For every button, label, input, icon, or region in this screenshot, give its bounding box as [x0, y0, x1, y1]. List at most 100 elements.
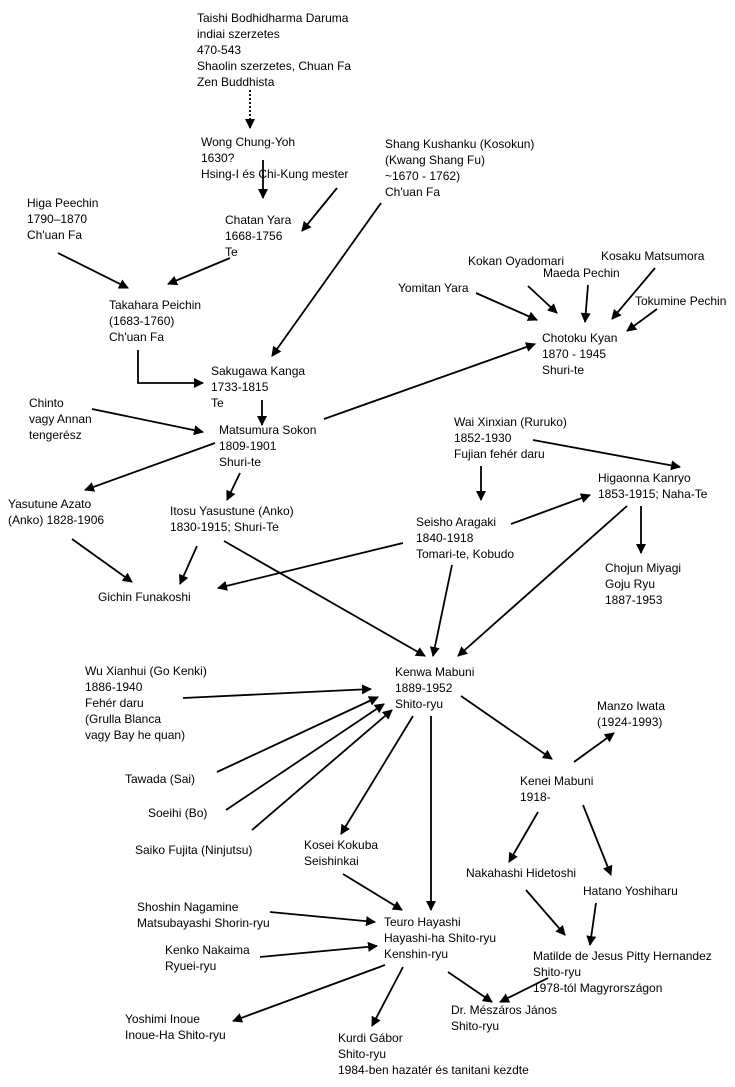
- node-kosaku: Kosaku Matsumora: [601, 248, 704, 264]
- node-chotoku-line-2: 1870 - 1945: [542, 347, 607, 361]
- node-higaonna-line-1: Higaonna Kanryo: [598, 471, 691, 485]
- node-kosei-line-2: Seishinkai: [304, 854, 359, 868]
- arrow-kosei-to-teuro: [342, 873, 403, 911]
- arrow-teuro-to-yoshimi: [232, 964, 386, 1023]
- node-kokan: Kokan Oyadomari: [468, 253, 564, 269]
- arrow-seisho-to-funakoshi: [217, 542, 404, 591]
- node-higa-line-1: Higa Peechin: [27, 196, 99, 210]
- node-teuro-line-2: Hayashi-ha Shito-ryu: [384, 931, 497, 945]
- node-kenwa: Kenwa Mabuni 1889-1952 Shito-ryu: [395, 664, 474, 712]
- node-tokumine-line-1: Tokumine Pechin: [635, 294, 727, 308]
- arrow-takahara-to-sakugawa: [137, 350, 204, 388]
- node-meszaros-line-1: Dr. Mészáros János: [451, 1003, 558, 1017]
- node-matilde-line-2: Shito-ryu: [533, 965, 582, 979]
- node-seisho-line-1: Seisho Aragaki: [416, 515, 497, 529]
- node-wuxianhui-line-1: Wu Xianhui (Go Kenki): [85, 664, 207, 678]
- arrow-kenei-to-nakahashi: [508, 811, 539, 863]
- node-seisho-line-2: 1840-1918: [416, 531, 474, 545]
- node-kurdi: Kurdi Gábor Shito-ryu 1984-ben hazatér é…: [338, 1030, 529, 1078]
- node-wuxianhui-line-5: vagy Bay he quan): [85, 728, 186, 742]
- node-hatano-line-1: Hatano Yoshiharu: [583, 884, 678, 898]
- node-higa: Higa Peechin 1790–1870 Ch'uan Fa: [27, 195, 98, 243]
- node-seisho: Seisho Aragaki 1840-1918 Tomari-te, Kobu…: [416, 514, 514, 562]
- node-kosei: Kosei Kokuba Seishinkai: [304, 837, 378, 869]
- node-sakugawa-line-3: Te: [211, 396, 224, 410]
- node-kenei-line-1: Kenei Mabuni: [520, 774, 594, 788]
- arrow-kenko-to-teuro: [259, 941, 378, 958]
- arrow-kenwa-to-kenei: [460, 695, 553, 760]
- node-shoshin-line-2: Matsubayashi Shorin-ryu: [137, 916, 270, 930]
- node-teuro: Teuro Hayashi Hayashi-ha Shito-ryu Kensh…: [384, 914, 496, 962]
- arrow-matsumura-to-itosu: [226, 472, 241, 501]
- node-wuxianhui-line-2: 1886-1940: [85, 680, 143, 694]
- node-azato-line-2: (Anko) 1828-1906: [8, 513, 105, 527]
- node-azato: Yasutune Azato (Anko) 1828-1906: [8, 496, 104, 528]
- arrow-seisho-to-higaonna: [510, 493, 591, 525]
- node-chinto-line-1: Chinto: [29, 396, 64, 410]
- node-wong: Wong Chung-Yoh 1630? Hsing-I és Chi-Kung…: [201, 134, 348, 182]
- node-teuro-line-3: Kenshin-ryu: [384, 947, 449, 961]
- node-wong-line-1: Wong Chung-Yoh: [201, 135, 296, 149]
- arrow-wuxianhui-to-kenwa: [182, 684, 372, 699]
- node-wai-line-2: 1852-1930: [454, 431, 512, 445]
- node-bodhidharma: Taishi Bodhidharma Daruma indiai szerzet…: [197, 10, 351, 90]
- node-chatan-line-1: Chatan Yara: [225, 213, 292, 227]
- node-higa-line-2: 1790–1870: [27, 212, 88, 226]
- node-chinto: Chinto vagy Annan tengerész: [29, 395, 92, 443]
- node-kurdi-line-3: 1984-ben hazatér és tanitani kezdte: [338, 1063, 529, 1077]
- node-saiko: Saiko Fujita (Ninjutsu): [135, 842, 252, 858]
- node-matilde-line-3: 1978-tól Magyrországon: [533, 981, 663, 995]
- node-higaonna-line-2: 1853-1915; Naha-Te: [598, 487, 708, 501]
- node-wuxianhui-line-3: Fehér daru: [85, 696, 144, 710]
- node-kenwa-line-3: Shito-ryu: [395, 697, 444, 711]
- node-soeihi-line-1: Soeihi (Bo): [148, 806, 208, 820]
- node-chotoku: Chotoku Kyan 1870 - 1945 Shuri-te: [542, 330, 617, 378]
- arrow-yomitan-to-chotoku: [475, 292, 538, 321]
- node-bodhidharma-line-4: Shaolin szerzetes, Chuan Fa: [197, 59, 352, 73]
- node-funakoshi-line-1: Gichin Funakoshi: [98, 590, 191, 604]
- node-kushanku: Shang Kushanku (Kosokun) (Kwang Shang Fu…: [385, 136, 534, 200]
- arrow-chinto-to-matsumura: [91, 408, 204, 436]
- node-chatan: Chatan Yara 1668-1756 Te: [225, 212, 291, 260]
- arrow-kushanku-to-chatan: [301, 187, 338, 232]
- node-kurdi-line-2: Shito-ryu: [338, 1047, 387, 1061]
- arrow-shoshin-to-teuro: [269, 911, 376, 927]
- node-sakugawa: Sakugawa Kanga 1733-1815 Te: [211, 363, 305, 411]
- node-wai-line-3: Fujian fehér daru: [454, 447, 545, 461]
- node-kenei: Kenei Mabuni 1918-: [520, 773, 593, 805]
- node-manzo: Manzo Iwata (1924-1993): [597, 698, 665, 730]
- node-chinto-line-2: vagy Annan: [29, 412, 92, 426]
- arrow-matilde-to-meszaros: [499, 977, 549, 1003]
- node-nakahashi-line-1: Nakahashi Hidetoshi: [466, 866, 577, 880]
- node-seisho-line-3: Tomari-te, Kobudo: [416, 547, 515, 561]
- arrow-kosaku-to-chotoku: [611, 267, 656, 320]
- node-manzo-line-1: Manzo Iwata: [597, 699, 666, 713]
- node-itosu: Itosu Yasustune (Anko) 1830-1915; Shuri-…: [170, 503, 294, 535]
- node-kenwa-line-1: Kenwa Mabuni: [395, 665, 475, 679]
- arrow-itosu-to-kenwa: [223, 540, 426, 657]
- node-takahara-line-2: (1683-1760): [109, 314, 175, 328]
- node-higaonna: Higaonna Kanryo 1853-1915; Naha-Te: [598, 470, 707, 502]
- node-kenko-line-1: Kenko Nakaima: [165, 943, 250, 957]
- node-meszaros: Dr. Mészáros János Shito-ryu: [451, 1002, 557, 1034]
- node-yomitan: Yomitan Yara: [398, 280, 469, 296]
- arrow-chatan-to-takahara: [167, 257, 231, 286]
- node-wuxianhui-line-4: (Grulla Blanca: [85, 712, 162, 726]
- arrow-nakahashi-to-matilde: [525, 889, 566, 936]
- node-kushanku-line-1: Shang Kushanku (Kosokun): [385, 137, 535, 151]
- arrow-soeihi-to-kenwa: [225, 703, 385, 811]
- node-funakoshi: Gichin Funakoshi: [98, 589, 191, 605]
- arrow-kenwa-to-kosei: [340, 715, 414, 835]
- node-higa-line-3: Ch'uan Fa: [27, 228, 82, 242]
- node-chotoku-line-1: Chotoku Kyan: [542, 331, 618, 345]
- node-kenko: Kenko Nakaima Ryuei-ryu: [165, 942, 250, 974]
- node-itosu-line-1: Itosu Yasustune (Anko): [170, 504, 294, 518]
- node-kushanku-line-2: (Kwang Shang Fu): [385, 153, 486, 167]
- node-wai-line-1: Wai Xinxian (Ruruko): [454, 415, 567, 429]
- node-shoshin-line-1: Shoshin Nagamine: [137, 900, 239, 914]
- node-miyagi-line-3: 1887-1953: [605, 593, 663, 607]
- arrow-teuro-to-kurdi: [371, 966, 404, 1027]
- node-matilde-line-1: Matilde de Jesus Pitty Hernandez: [533, 949, 712, 963]
